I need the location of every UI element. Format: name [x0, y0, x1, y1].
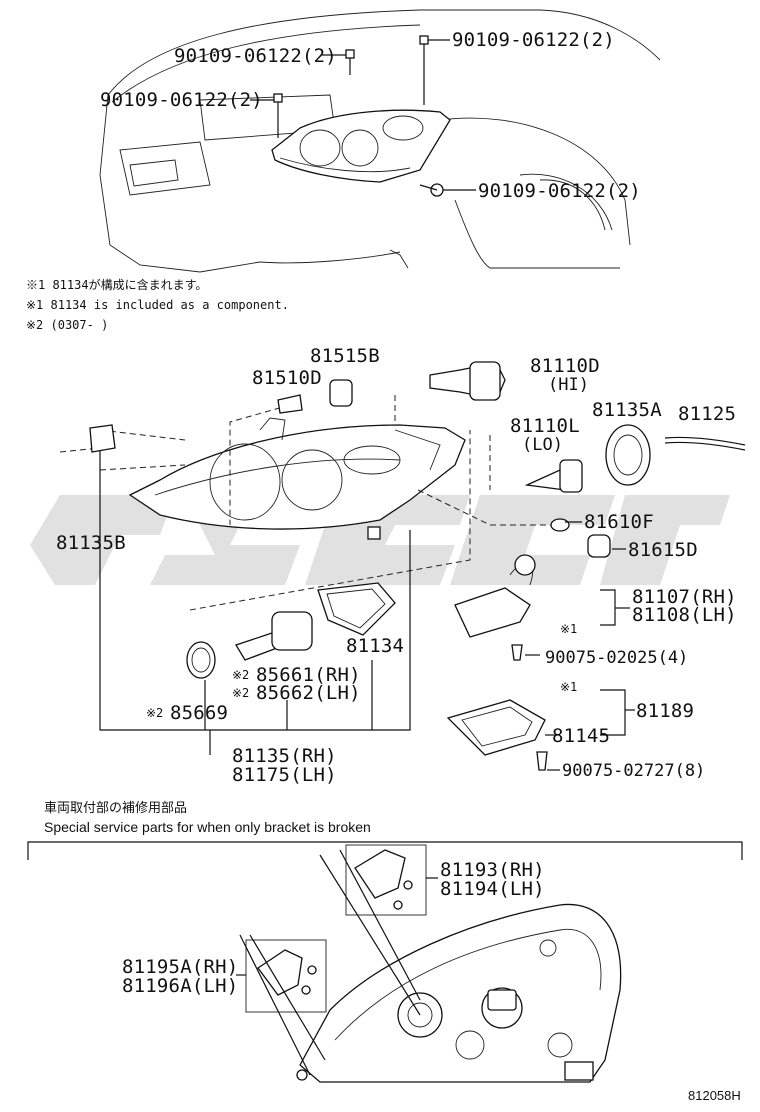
label-81108-lh: 81108(LH)	[632, 604, 737, 626]
watermark-logo	[30, 495, 730, 585]
cap-81135b-icon	[89, 424, 116, 453]
label-90075-02727: 90075-02727(8)	[562, 761, 705, 781]
label-90075-02025: 90075-02025(4)	[545, 648, 688, 668]
label-81615d: 81615D	[628, 539, 698, 561]
socket-85661-icon	[235, 611, 313, 661]
mark-1-ballast: ※1	[560, 622, 577, 636]
bracket-81145-icon	[446, 699, 546, 756]
gasket-81134-icon	[317, 582, 396, 636]
label-81110l-lo: (LO)	[522, 435, 563, 455]
label-81107-rh: 81107(RH)	[632, 586, 737, 608]
label-81175-lh: 81175(LH)	[232, 764, 337, 786]
socket-81510d-icon	[277, 394, 303, 414]
label-81134: 81134	[346, 635, 404, 657]
ring-85669-icon	[186, 641, 216, 679]
wire-81125-icon	[664, 436, 746, 451]
bolt-label-right: 90109-06122(2)	[478, 180, 641, 202]
bolt-label-mid-left: 90109-06122(2)	[100, 89, 263, 111]
bulb-81610f-icon	[550, 518, 570, 532]
label-81145: 81145	[552, 725, 610, 747]
label-81515b: 81515B	[310, 345, 380, 367]
bracket-81193-icon	[345, 844, 427, 916]
label-81135-rh: 81135(RH)	[232, 745, 337, 767]
label-81194-lh: 81194(LH)	[440, 878, 545, 900]
label-81610f: 81610F	[584, 511, 654, 533]
bracket-81195a-icon	[245, 939, 327, 1013]
label-81135b: 81135B	[56, 532, 126, 554]
mark-2-85661: ※2	[232, 668, 249, 682]
headlamp-assembly	[128, 417, 466, 540]
label-81510d: 81510D	[252, 367, 322, 389]
figure-code: 812058H	[688, 1088, 741, 1103]
label-85669: 85669	[170, 702, 228, 724]
service-heading-jp: 車両取付部の補修用部品	[44, 801, 187, 816]
label-81189: 81189	[636, 700, 694, 722]
service-heading-en: Special service parts for when only brac…	[44, 819, 371, 835]
label-85662-lh: 85662(LH)	[256, 682, 361, 704]
screw-icon	[511, 644, 548, 771]
service-leaders	[236, 849, 438, 1076]
label-85661-rh: 85661(RH)	[256, 664, 361, 686]
label-81135a: 81135A	[592, 399, 662, 421]
note-date: ※2 (0307- )	[26, 318, 108, 332]
socket-81615d-icon	[587, 534, 611, 558]
mark-2-85662: ※2	[232, 686, 249, 700]
service-frame	[27, 841, 743, 860]
ballast-81107-icon	[454, 554, 536, 638]
label-81196a-lh: 81196A(LH)	[122, 975, 238, 997]
label-81125: 81125	[678, 403, 736, 425]
note-en: ※1 81134 is included as a component.	[26, 298, 289, 312]
car-front-illustration	[99, 9, 661, 273]
note-jp: ※1 81134が構成に含まれます。	[26, 277, 207, 292]
label-81110d-hi: (HI)	[548, 375, 589, 395]
mark-1-81189: ※1	[560, 680, 577, 694]
cover-81135a-icon	[605, 424, 651, 486]
label-81195a-rh: 81195A(RH)	[122, 956, 238, 978]
bolt-label-top-left: 90109-06122(2)	[174, 45, 337, 67]
label-81110l: 81110L	[510, 415, 580, 437]
headlamp-small-view	[271, 109, 451, 183]
headlamp-rear-view	[296, 903, 622, 1083]
label-81193-rh: 81193(RH)	[440, 859, 545, 881]
mark-2-85669: ※2	[146, 706, 163, 720]
socket-81515b-icon	[329, 379, 353, 407]
bulb-81110d-icon	[429, 361, 506, 401]
label-81110d: 81110D	[530, 355, 600, 377]
bulb-81110l-icon	[524, 459, 583, 493]
bolt-label-top-right: 90109-06122(2)	[452, 29, 615, 51]
